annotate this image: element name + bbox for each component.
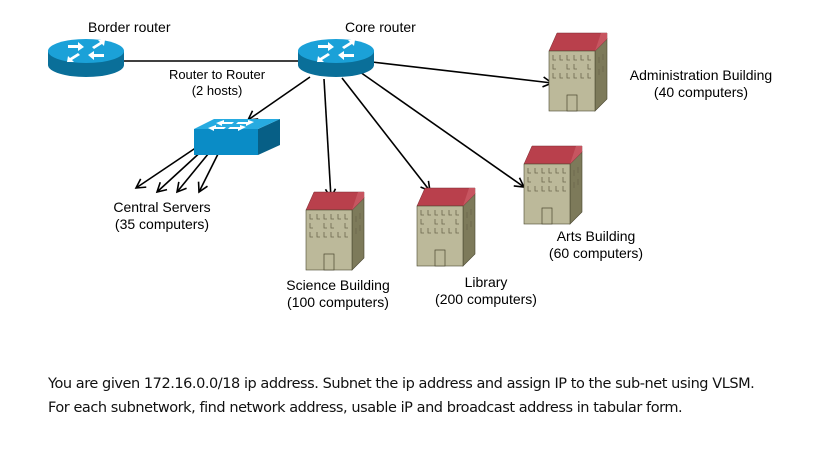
administration-building-icon[interactable] bbox=[548, 32, 608, 112]
links bbox=[88, 60, 554, 200]
task-line-1: You are given 172.16.0.0/18 ip address. … bbox=[48, 376, 755, 392]
link-switch-to-server-4 bbox=[197, 147, 222, 194]
task-line-2: For each subnetwork, find network addres… bbox=[48, 400, 683, 416]
subnet-hosts: (60 computers) bbox=[548, 245, 644, 261]
link-core-to-library bbox=[341, 77, 432, 193]
subnet-name: Administration Building bbox=[629, 67, 773, 83]
central-servers-label: Central Servers (35 computers) bbox=[100, 199, 224, 233]
arts-building-icon[interactable] bbox=[523, 145, 583, 225]
link-switch-to-server-1 bbox=[134, 146, 198, 189]
task-description: You are given 172.16.0.0/18 ip address. … bbox=[48, 372, 755, 420]
border-router-label: Border router bbox=[88, 19, 171, 35]
core-router-icon[interactable] bbox=[298, 39, 374, 77]
subnet-name: Science Building bbox=[286, 277, 390, 293]
link-switch-to-server-2 bbox=[155, 147, 206, 194]
switch-icon[interactable] bbox=[194, 118, 282, 155]
network-diagram bbox=[48, 32, 608, 271]
library-label: Library (200 computers) bbox=[424, 274, 548, 308]
subnet-name: Library bbox=[464, 274, 508, 290]
router-link-label-line2: (2 hosts) bbox=[191, 83, 243, 98]
subnet-name: Arts Building bbox=[556, 228, 636, 244]
router-link-label-line1: Router to Router bbox=[168, 67, 266, 82]
link-core-to-arts bbox=[359, 71, 526, 188]
science-building-icon[interactable] bbox=[305, 191, 365, 271]
science-building-label: Science Building (100 computers) bbox=[274, 277, 402, 311]
border-router-icon[interactable] bbox=[48, 39, 124, 77]
link-core-to-switch bbox=[246, 76, 311, 121]
subnet-hosts: (35 computers) bbox=[114, 216, 210, 232]
subnet-hosts: (100 computers) bbox=[287, 294, 389, 310]
link-switch-to-server-3 bbox=[175, 147, 214, 194]
arts-building-label: Arts Building (60 computers) bbox=[534, 228, 658, 262]
subnet-hosts: (200 computers) bbox=[435, 291, 537, 307]
link-core-to-admin bbox=[371, 61, 554, 88]
subnet-name: Central Servers bbox=[113, 199, 211, 215]
core-router-label: Core router bbox=[345, 19, 416, 35]
library-building-icon[interactable] bbox=[416, 187, 476, 267]
router-link-label: Router to Router (2 hosts) bbox=[162, 67, 272, 99]
link-core-to-science bbox=[323, 78, 337, 200]
administration-building-label: Administration Building (40 computers) bbox=[614, 67, 788, 101]
subnet-hosts: (40 computers) bbox=[653, 84, 749, 100]
